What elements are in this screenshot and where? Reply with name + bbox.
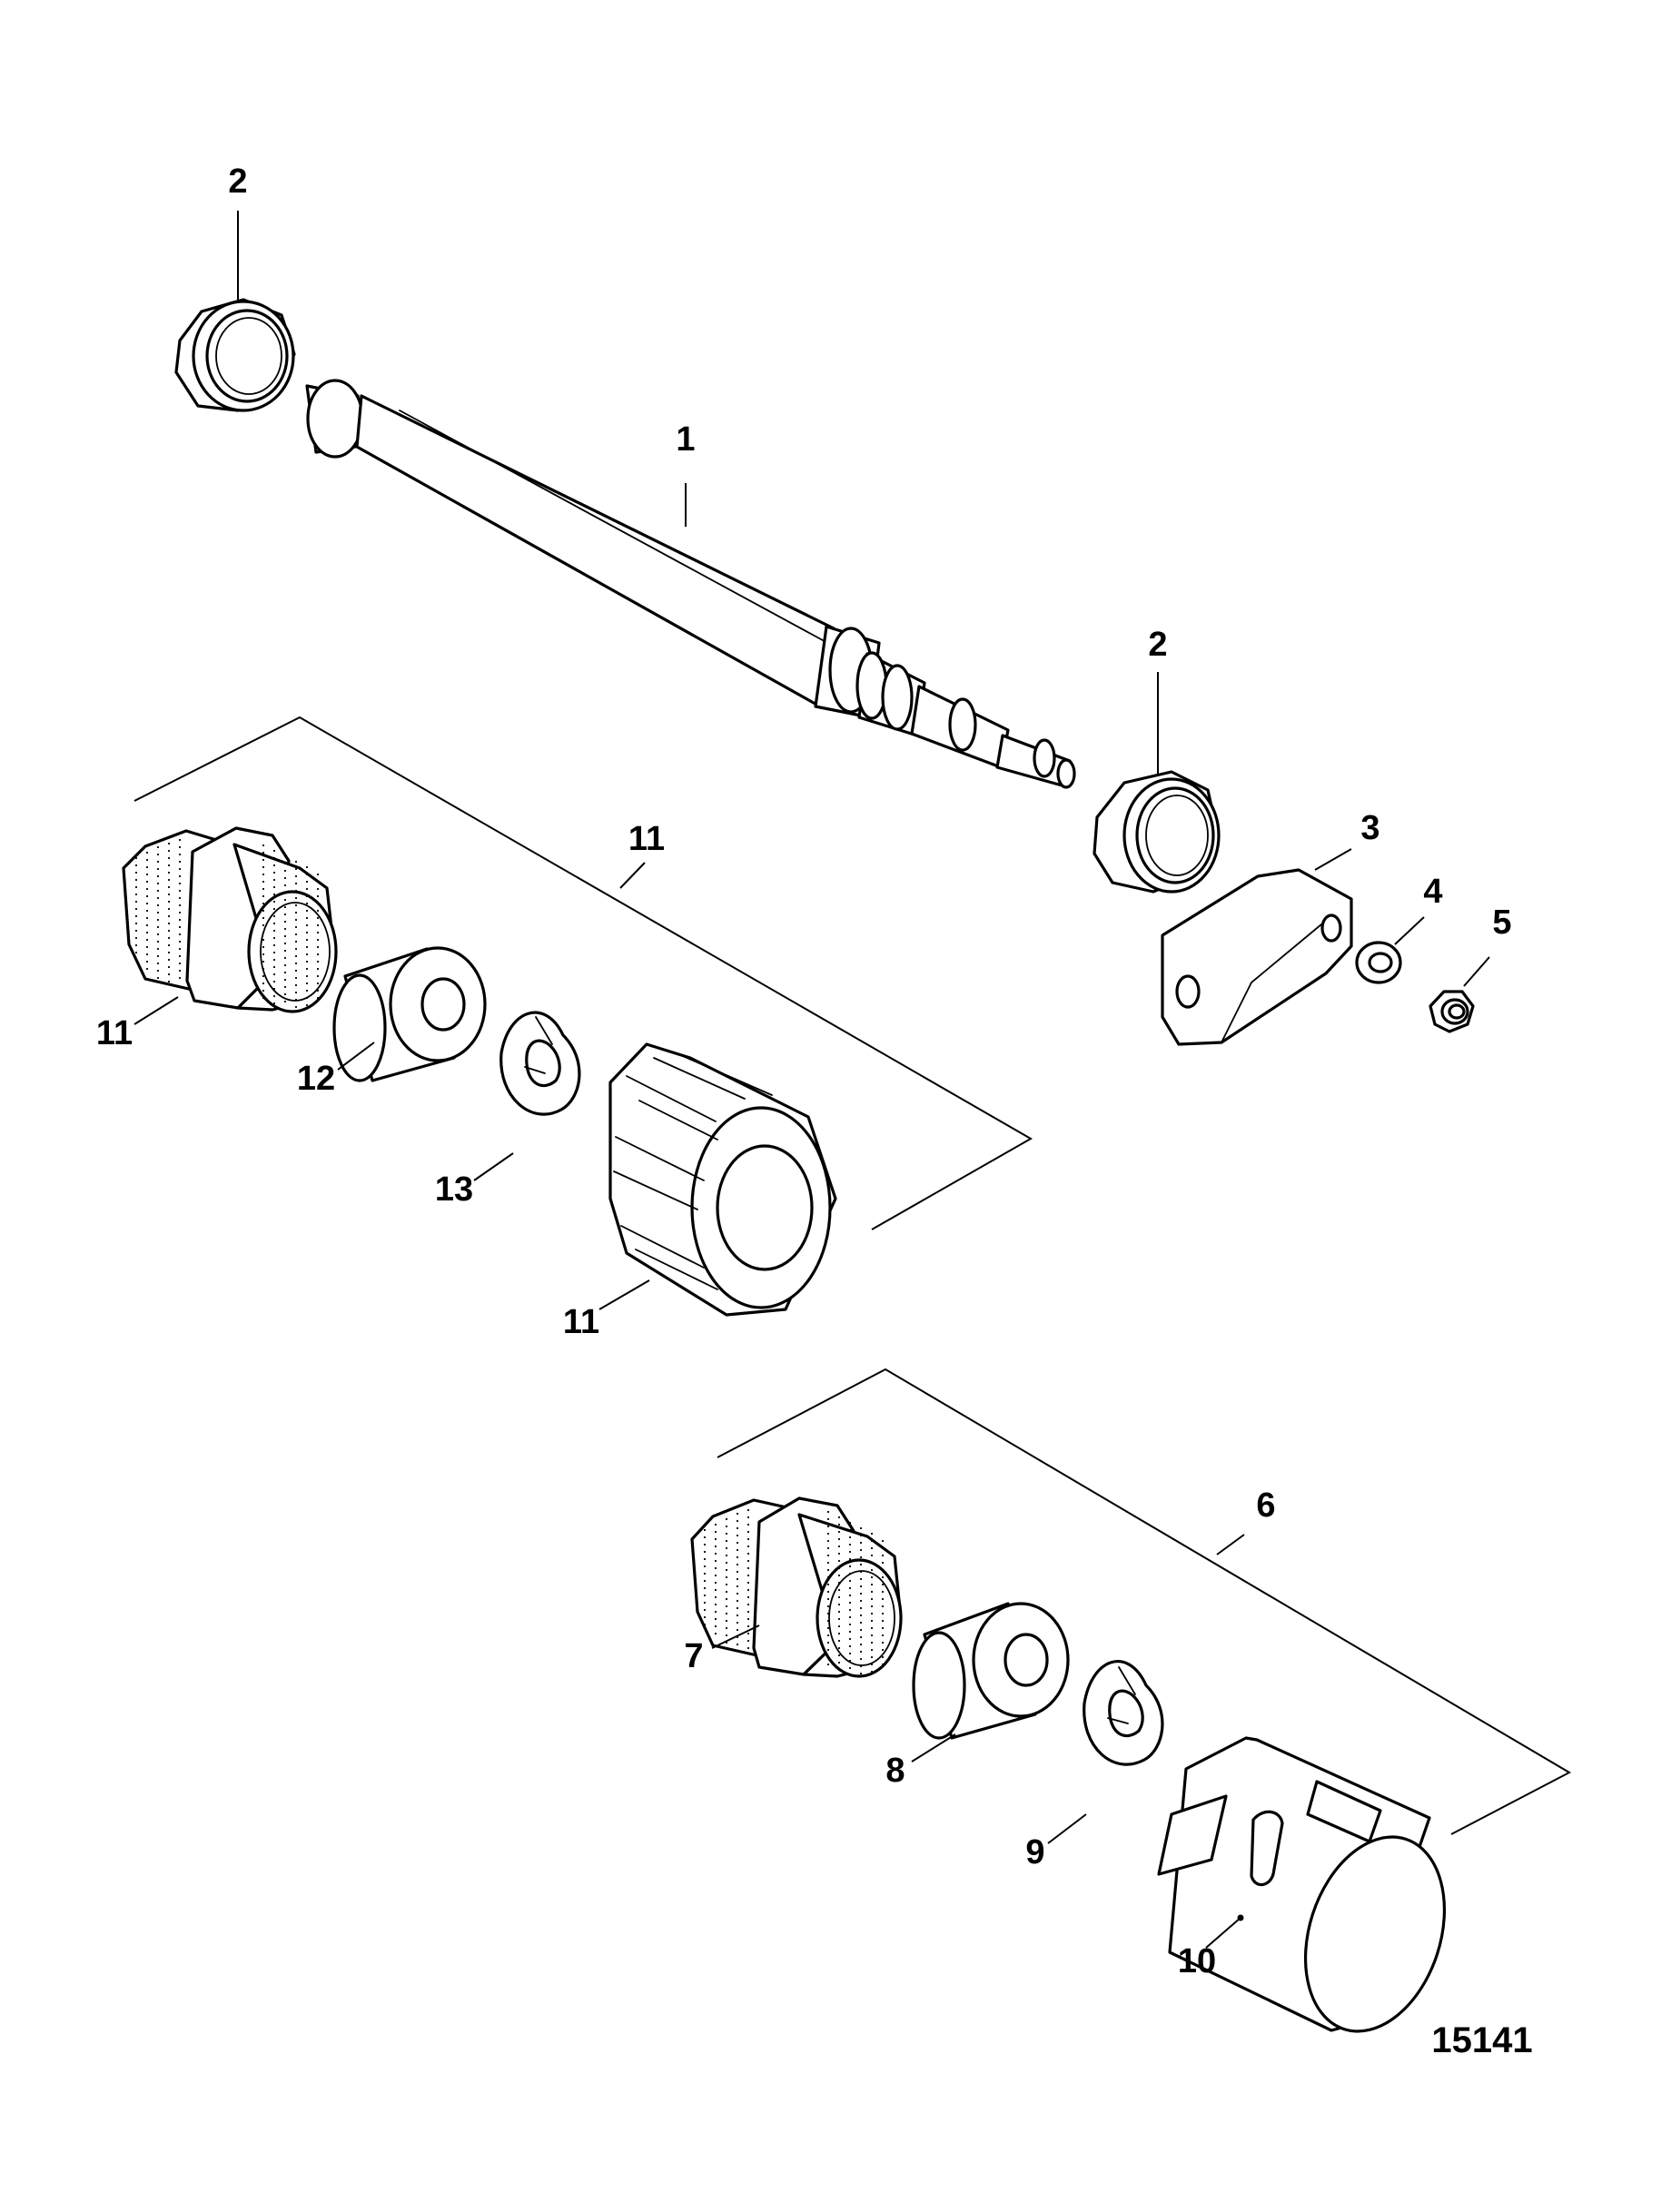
callout-3: 3 (1360, 809, 1379, 847)
bushing-a (332, 946, 487, 1082)
knurled-nut (608, 1042, 837, 1317)
lock-nut (1429, 990, 1475, 1033)
threaded-fitting-a (122, 826, 338, 1013)
callout-1: 1 (676, 420, 695, 459)
callout-4: 4 (1423, 873, 1442, 911)
kit-6-bracket (717, 1368, 1572, 1835)
figure-number: 15141 (1431, 2020, 1532, 2060)
callout-13: 13 (435, 1170, 473, 1209)
callout-8: 8 (885, 1752, 905, 1790)
threaded-fitting-b (690, 1496, 903, 1678)
slotted-sleeve (1157, 1736, 1447, 2033)
callout-6: 6 (1256, 1486, 1275, 1525)
hex-nut-right (1093, 770, 1221, 894)
callout-9: 9 (1025, 1833, 1044, 1871)
callout-labels: 2 1 2 3 4 5 11 11 12 13 11 6 7 8 9 10 (96, 163, 1512, 1980)
bushing-b (912, 1602, 1070, 1740)
kit-11-bracket (133, 716, 1033, 1230)
callout-11-fitting: 11 (96, 1014, 133, 1052)
split-clip-a (499, 1011, 581, 1116)
split-clip-b (1083, 1660, 1164, 1766)
callout-11-nut: 11 (563, 1303, 599, 1341)
washer (1355, 941, 1402, 984)
hex-block (1161, 868, 1353, 1046)
callout-2-right: 2 (1148, 626, 1167, 664)
leader-lines (133, 211, 1490, 1949)
callout-2-top: 2 (228, 163, 247, 201)
callout-10: 10 (1178, 1942, 1216, 1980)
callout-5: 5 (1492, 904, 1511, 942)
callout-11-kit: 11 (628, 820, 665, 858)
shaft (305, 379, 1076, 789)
callout-12: 12 (297, 1060, 335, 1098)
hex-nut-top (174, 298, 296, 412)
callout-7: 7 (684, 1637, 703, 1675)
